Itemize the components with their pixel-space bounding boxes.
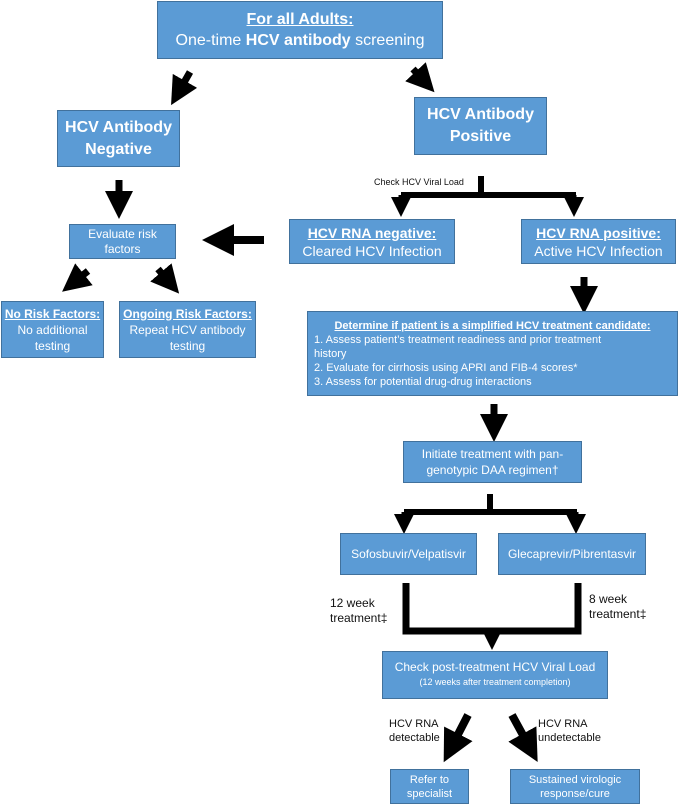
treatment-candidate-box: Determine if patient is a simplified HCV…	[307, 311, 678, 396]
check-viral-load-label: Check HCV Viral Load	[374, 177, 464, 187]
detectable-label: HCV RNA detectable	[389, 718, 440, 744]
antibody-positive-box: HCV Antibody Positive	[414, 97, 547, 155]
ongoing-risk-box: Ongoing Risk Factors: Repeat HCV antibod…	[119, 301, 256, 358]
arrow-to-refer	[443, 713, 473, 763]
rna-positive-box: HCV RNA positive: Active HCV Infection	[521, 219, 676, 264]
evaluate-risk-box: Evaluate risk factors	[69, 224, 176, 259]
undetectable-label: HCV RNA undetectable	[538, 718, 601, 744]
merge-bracket	[402, 583, 582, 635]
week8-label: 8 week treatment‡	[589, 592, 647, 621]
screening-title: For all Adults:	[246, 11, 354, 28]
sofosbuvir-velpatisvir-box: Sofosbuvir/Velpatisvir	[340, 533, 477, 575]
post-treatment-check-box: Check post-treatment HCV Viral Load (12 …	[382, 651, 608, 699]
arrow-to-positive	[405, 62, 435, 93]
arrow-to-svr	[508, 713, 538, 763]
arrow-to-negative	[171, 70, 198, 106]
sustained-response-box: Sustained virologic response/cure	[510, 769, 640, 804]
arrow-to-ongoing-risk	[150, 263, 180, 294]
week12-label: 12 week treatment‡	[330, 596, 388, 625]
antibody-negative-box: HCV Antibody Negative	[57, 110, 180, 167]
screening-bold: HCV antibody	[245, 32, 351, 49]
refer-specialist-box: Refer to specialist	[390, 769, 469, 804]
arrow-to-no-risk	[62, 263, 93, 292]
rna-negative-box: HCV RNA negative: Cleared HCV Infection	[289, 219, 455, 264]
glecaprevir-pibrentasvir-box: Glecaprevir/Pibrentasvir	[498, 533, 646, 575]
screening-box: For all Adults: One-time HCV antibody sc…	[157, 1, 443, 59]
no-risk-box: No Risk Factors: No additional testing	[1, 301, 104, 358]
initiate-treatment-box: Initiate treatment with pan- genotypic D…	[403, 441, 582, 483]
